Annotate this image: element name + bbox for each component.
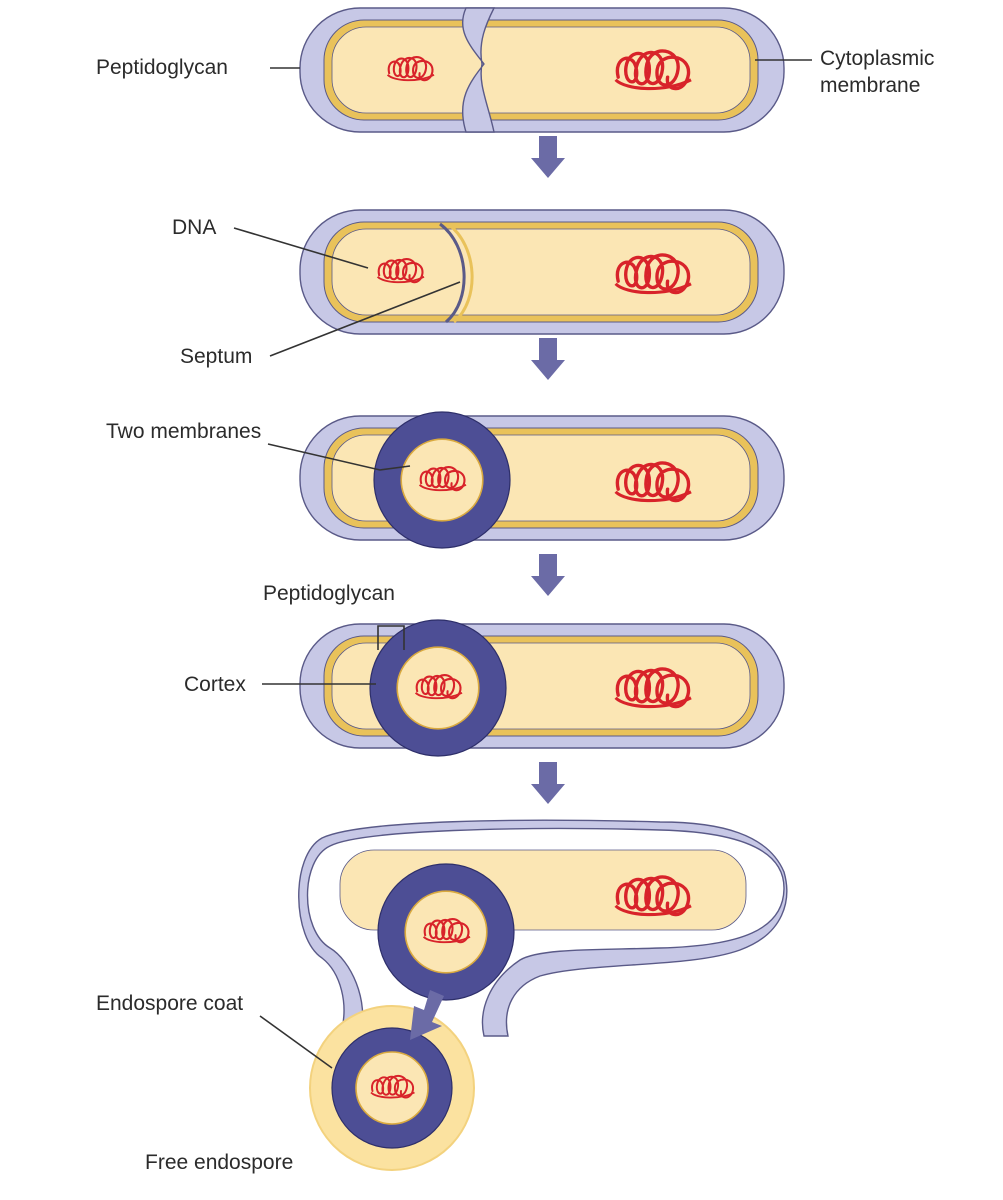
cell-stage-5 (298, 819, 788, 1037)
dna-coil-base (614, 78, 692, 91)
dna-forespore-stage-4 (414, 674, 463, 700)
label-dna: DNA (172, 216, 217, 239)
down-arrow-icon-5 (410, 990, 444, 1040)
dna-forespore-stage-3 (418, 466, 467, 492)
dna-coil-stroke (387, 56, 434, 82)
label-cytoplasmic: Cytoplasmic (820, 47, 935, 70)
leader-septum (269, 281, 461, 357)
label-endospore-coat: Endospore coat (96, 992, 244, 1015)
dna-coil-stroke (371, 1075, 414, 1099)
leader-dna (233, 227, 369, 269)
label-septum: Septum (180, 345, 253, 368)
label-cortex: Cortex (184, 673, 246, 696)
dna-coil-stroke (615, 461, 691, 503)
spore-core (400, 438, 484, 522)
label-peptidoglycan-stage4: Peptidoglycan (263, 582, 395, 605)
dna-coil-stroke (615, 49, 691, 91)
leader-endospore-coat (259, 1015, 333, 1069)
forespore-stage-4 (369, 619, 507, 757)
label-free-endospore: Free endospore (145, 1151, 294, 1174)
dna-coil-base (370, 1091, 415, 1099)
dna-coil-base (614, 696, 692, 709)
dna-coil-stroke (419, 466, 466, 492)
dna-forespore-stage-5 (422, 918, 471, 944)
down-arrow-icon-3 (531, 554, 565, 596)
spore-core (404, 890, 488, 974)
dna-coil-base (422, 935, 471, 944)
bracket-peptidoglycan (377, 625, 405, 650)
dna-coil-base (376, 275, 425, 284)
dna-coil-base (386, 73, 435, 82)
septum-line-outer (439, 222, 466, 324)
dna-coil-stroke (415, 674, 462, 700)
dna-coil-stroke (615, 667, 691, 709)
dna-coil-base (614, 282, 692, 295)
dna-mother-stage-4 (614, 667, 692, 709)
dna-forespore-stage-1 (386, 56, 435, 82)
label-two-membranes: Two membranes (106, 420, 262, 443)
free-endospore (331, 1027, 453, 1149)
dna-coil-base (418, 483, 467, 492)
spore-core (355, 1051, 429, 1125)
dna-coil-base (614, 490, 692, 503)
spore-core (396, 646, 480, 730)
dna-mother-stage-1 (614, 49, 692, 91)
forespore-stage-5 (377, 863, 515, 1001)
dna-forespore-stage-2 (376, 258, 425, 284)
leader-two-membranes (267, 443, 411, 471)
septum-invagination (461, 7, 496, 133)
dna-coil-base (414, 691, 463, 700)
dna-mother-stage-5 (614, 875, 692, 917)
cell-stage-2 (299, 209, 785, 335)
cytoplasm (331, 26, 751, 114)
label-membrane: membrane (820, 74, 921, 97)
dna-coil-base (614, 904, 692, 917)
dna-coil-stroke (615, 875, 691, 917)
septum-line-inner (447, 222, 474, 324)
lysing-cell-wall (298, 819, 788, 1037)
down-arrow-icon-4 (531, 762, 565, 804)
forespore-stage-3 (373, 411, 511, 549)
down-arrow-icon-2 (531, 338, 565, 380)
dna-coil-stroke (615, 253, 691, 295)
label-peptidoglycan-top: Peptidoglycan (96, 56, 228, 79)
dna-free-endospore (370, 1075, 415, 1099)
dna-coil-stroke (423, 918, 470, 944)
dna-mother-stage-3 (614, 461, 692, 503)
dna-mother-stage-2 (614, 253, 692, 295)
cell-stage-1 (299, 7, 785, 133)
down-arrow-icon-1 (531, 136, 565, 178)
dna-coil-stroke (377, 258, 424, 284)
cell-stage-3 (299, 415, 785, 541)
